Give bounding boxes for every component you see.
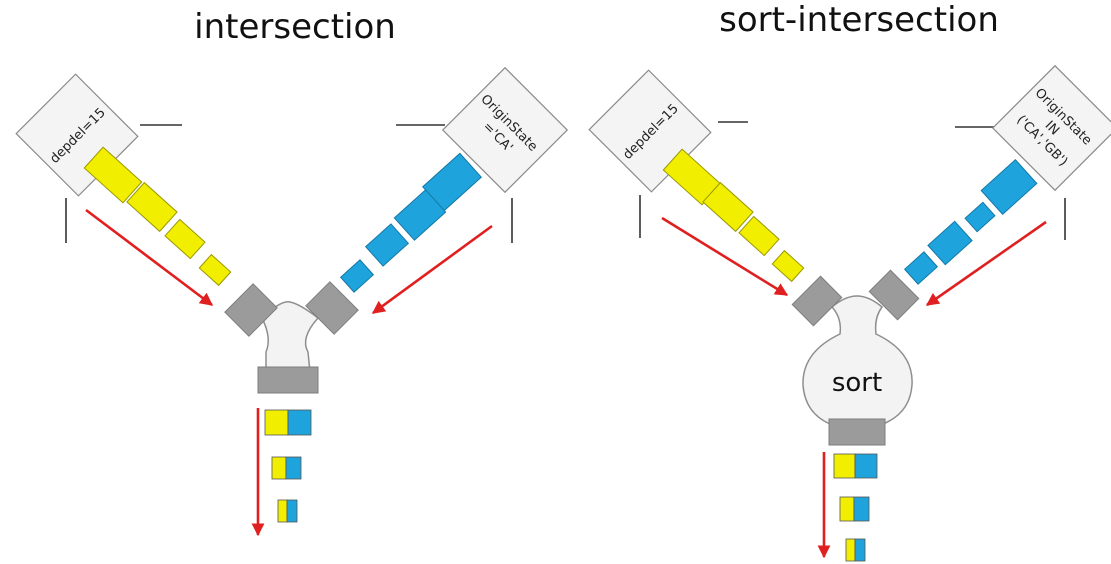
- funnel-outlet: [257, 366, 319, 394]
- joined-row-blue: [854, 453, 878, 479]
- funnel-inlet-left: [224, 283, 278, 337]
- funnel-inlet-right: [305, 281, 359, 335]
- row-block: [771, 249, 805, 283]
- panel-title-intersection: intersection: [194, 7, 396, 47]
- row-block: [339, 259, 375, 293]
- joined-row-yellow: [833, 453, 856, 479]
- flow-arrow-left: [661, 216, 789, 297]
- blue-row-stream: [903, 159, 1038, 285]
- joined-row-yellow: [277, 499, 288, 523]
- joined-row-blue: [287, 409, 312, 436]
- flow-arrow-left: [85, 208, 214, 307]
- row-block: [164, 218, 206, 260]
- funnel-body: [261, 301, 320, 373]
- joined-row-yellow: [264, 409, 289, 436]
- sort-funnel: sort: [791, 269, 920, 446]
- flow-arrow-right: [925, 220, 1047, 307]
- joined-row-blue: [286, 499, 298, 523]
- joined-row-blue: [285, 456, 302, 480]
- row-block: [927, 220, 973, 266]
- row-block: [980, 159, 1038, 215]
- joined-row-yellow: [845, 538, 856, 562]
- joined-row: [833, 453, 878, 479]
- filter-sign-originstate-right: OriginState IN ('CA','GB'): [955, 64, 1111, 240]
- sort-intersection-panel: sort-intersection depdel=15 OriginState …: [588, 0, 1111, 562]
- row-block: [364, 223, 410, 267]
- filter-sign-originstate-left: OriginState ='CA': [396, 66, 569, 243]
- funnel-outlet: [828, 418, 886, 446]
- joined-row: [845, 538, 866, 562]
- filter-box: [441, 66, 569, 194]
- joined-row: [271, 456, 302, 480]
- yellow-row-stream: [83, 146, 232, 287]
- joined-row: [839, 496, 870, 522]
- sort-label: sort: [832, 368, 882, 398]
- joined-row-yellow: [271, 456, 287, 480]
- row-block: [903, 251, 939, 285]
- row-block: [964, 201, 996, 233]
- yellow-row-stream: [662, 148, 805, 283]
- row-block: [83, 146, 143, 204]
- joined-row-blue: [854, 538, 866, 562]
- joined-row: [277, 499, 298, 523]
- row-block: [393, 189, 447, 241]
- intersection-funnel: [224, 281, 359, 394]
- row-block: [126, 181, 178, 233]
- blue-row-stream: [339, 152, 482, 293]
- joined-row-blue: [853, 496, 870, 522]
- funnel-inlet-left: [791, 275, 843, 327]
- joined-row-stream: [833, 453, 878, 562]
- intersection-panel: intersection depdel=15 OriginState ='CA': [15, 7, 569, 537]
- filter-box: [991, 64, 1111, 192]
- joined-row-yellow: [839, 496, 855, 522]
- row-block: [738, 215, 780, 257]
- funnel-inlet-right: [868, 269, 920, 321]
- row-block: [702, 181, 754, 233]
- funnel-body: [802, 295, 913, 425]
- joined-row-stream: [264, 409, 312, 523]
- joined-row: [264, 409, 312, 436]
- flow-arrow-right: [371, 224, 493, 315]
- panel-title-sort-intersection: sort-intersection: [719, 0, 999, 40]
- row-block: [198, 253, 232, 287]
